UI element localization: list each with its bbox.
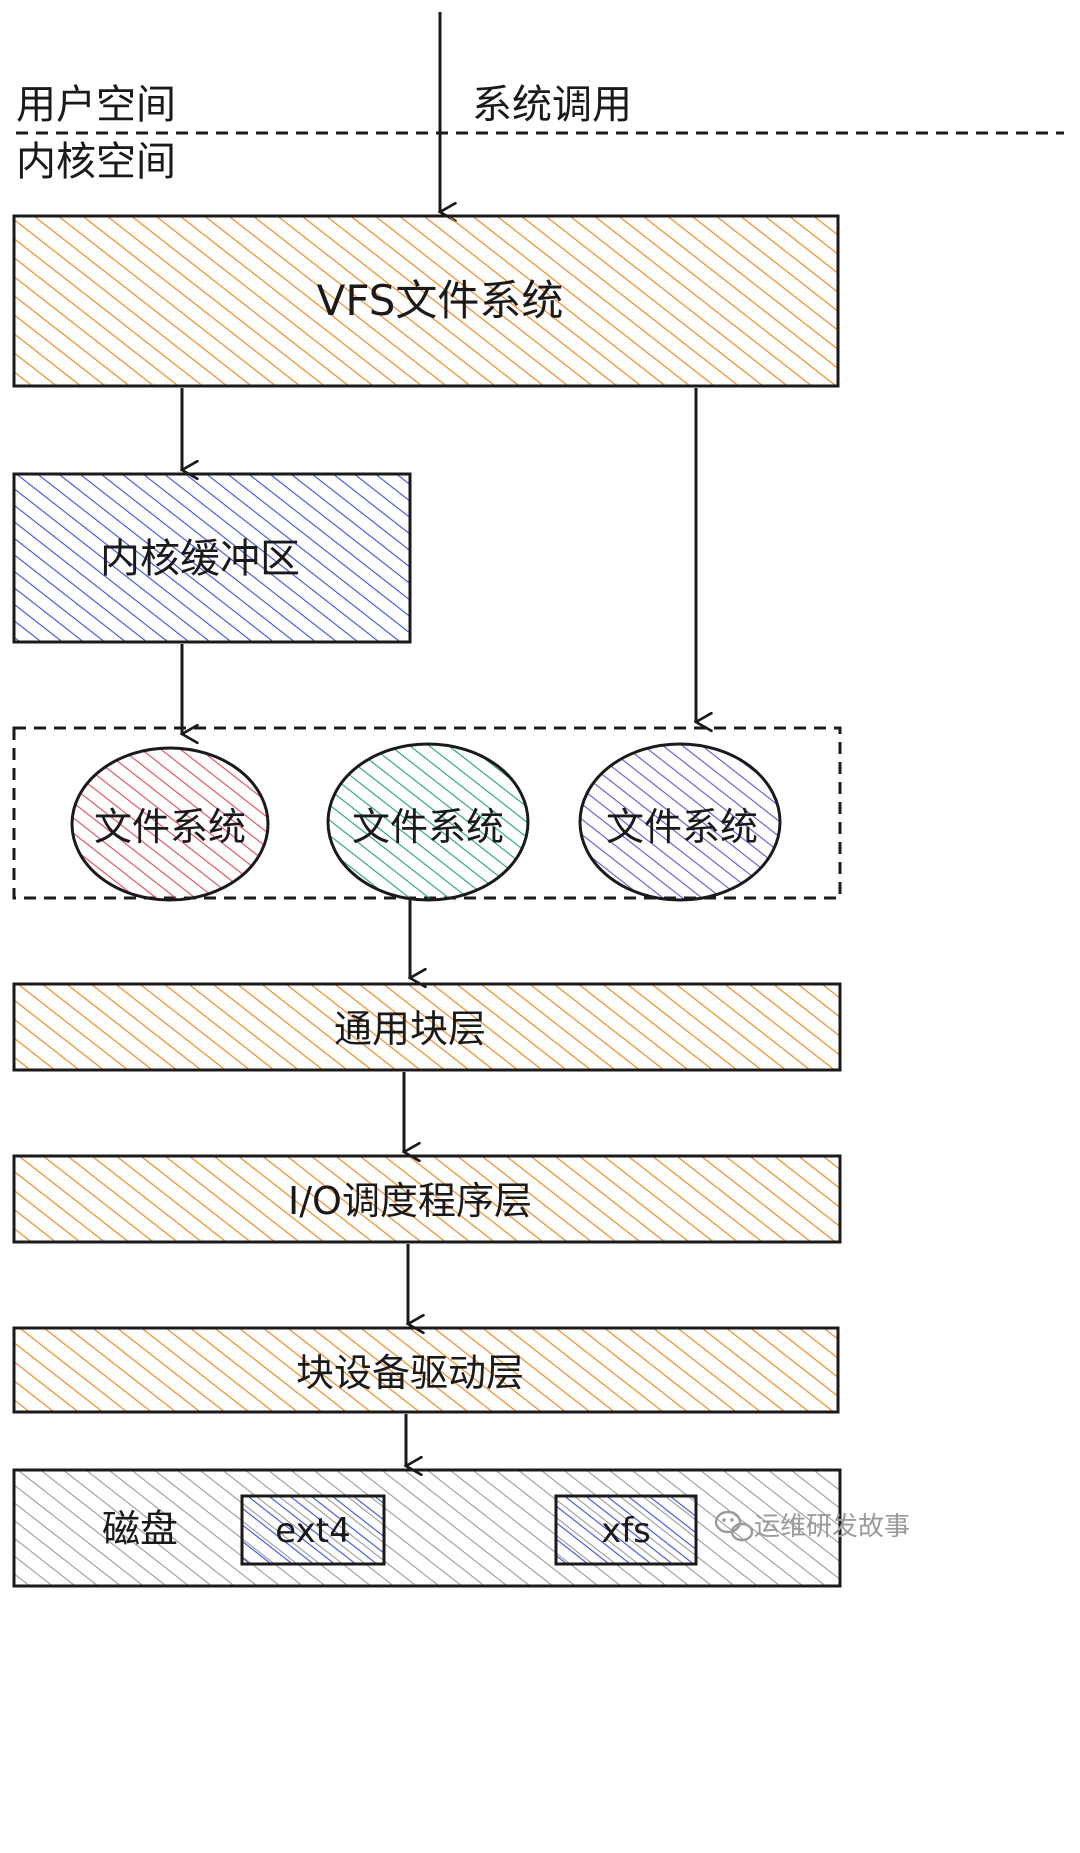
- generic-block-layer: 通用块层: [12, 982, 842, 1072]
- vfs-layer: VFS文件系统: [12, 214, 840, 388]
- block-driver-layer: 块设备驱动层: [12, 1326, 840, 1414]
- syscall-label: 系统调用: [472, 82, 632, 128]
- watermark-text: 运维研发故事: [754, 1512, 910, 1542]
- disk-layer: 磁盘 ext4 xfs: [12, 1468, 842, 1588]
- ext4-label: ext4: [275, 1511, 350, 1551]
- kernel-buffer-label: 内核缓冲区: [100, 536, 300, 582]
- filesystem-label-1: 文件系统: [94, 805, 246, 849]
- watermark: 运维研发故事: [714, 1510, 910, 1542]
- vfs-label: VFS文件系统: [317, 276, 564, 325]
- xfs-partition: [554, 1494, 698, 1566]
- io-scheduler-layer: I/O调度程序层: [12, 1154, 842, 1244]
- filesystem-ellipse-2: 文件系统: [326, 742, 530, 902]
- user-space-label: 用户空间: [16, 82, 176, 128]
- generic-block-label: 通用块层: [334, 1007, 486, 1051]
- io-scheduler-label: I/O调度程序层: [288, 1179, 532, 1223]
- filesystem-ellipse-1: 文件系统: [70, 746, 270, 902]
- ext4-partition: [240, 1494, 386, 1566]
- kernel-buffer-box: 内核缓冲区: [12, 472, 412, 644]
- wechat-icon: [714, 1510, 754, 1542]
- filesystem-label-2: 文件系统: [352, 805, 504, 849]
- xfs-label: xfs: [601, 1511, 651, 1551]
- kernel-space-label: 内核空间: [16, 139, 176, 185]
- disk-label: 磁盘: [102, 1507, 178, 1551]
- block-driver-label: 块设备驱动层: [296, 1351, 524, 1395]
- filesystem-label-3: 文件系统: [606, 805, 758, 849]
- filesystem-ellipse-3: 文件系统: [578, 742, 782, 902]
